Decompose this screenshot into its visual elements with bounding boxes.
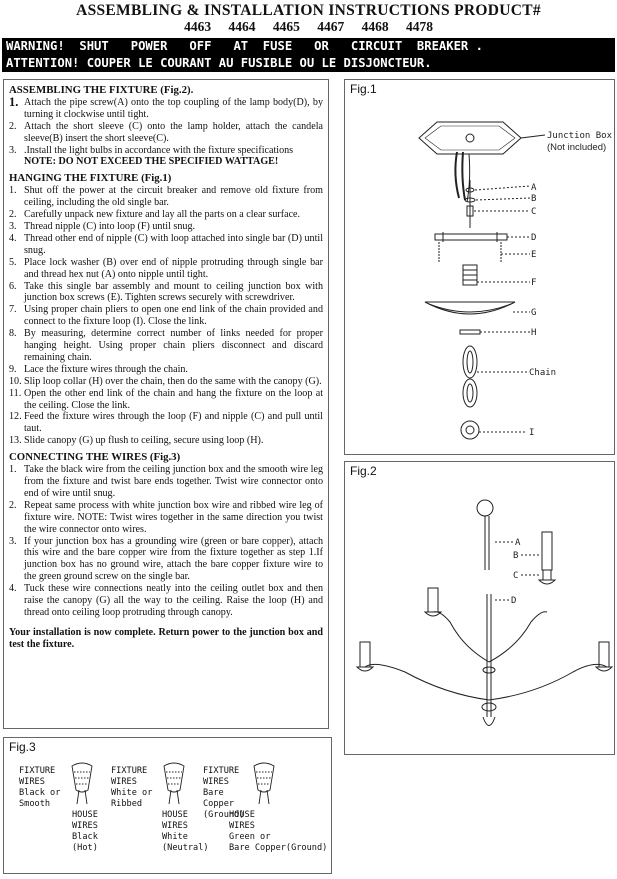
wattage-note: NOTE: DO NOT EXCEED THE SPECIFIED WATTAG… <box>24 156 279 168</box>
house-wires-black-label: HOUSE WIRES Black (Hot) <box>72 810 98 853</box>
figure-2-label: Fig.2 <box>350 464 377 478</box>
part-label: C <box>531 207 536 217</box>
list-item: 3.Thread nipple (C) into loop (F) until … <box>9 220 196 232</box>
house-wires-ground-label: HOUSE WIRES Green or Bare Copper(Ground) <box>229 810 328 853</box>
product-numbers: 4463 4464 4465 4467 4468 4478 <box>184 19 433 34</box>
completion-note: Your installation is now complete. Retur… <box>9 626 323 650</box>
warning-banner-english: WARNING! SHUT POWER OFF AT FUSE OR CIRCU… <box>2 38 615 55</box>
fixture-wires-white-label: FIXTURE WIRES White or Ribbed <box>111 766 153 809</box>
part-label: B <box>531 194 536 204</box>
list-item: 4.Tuck these wire connections neatly int… <box>9 583 323 618</box>
list-item: 6.Take this single bar assembly and moun… <box>9 280 323 304</box>
part-label: I <box>529 428 534 438</box>
part-label: Chain <box>529 368 556 378</box>
part-label: B <box>513 551 518 561</box>
figure-1-diagram: Junction Box (Not included) A B C D E F … <box>418 121 613 440</box>
figure-3-label: Fig.3 <box>9 740 36 754</box>
fixture-wires-black-label: FIXTURE WIRES Black or Smooth <box>19 766 61 809</box>
list-item: 11.Open the other end link of the chain … <box>9 387 323 411</box>
list-item: 1.Shut off the power at the circuit brea… <box>9 185 323 209</box>
part-label: D <box>511 596 516 606</box>
hanging-heading: HANGING THE FIXTURE (Fig.1) <box>9 172 172 185</box>
figure-2-panel: Fig.2 <box>344 461 615 755</box>
list-item: 13.Slide canopy (G) up flush to ceiling,… <box>9 435 264 447</box>
part-label: D <box>531 233 536 243</box>
part-label: C <box>513 571 518 581</box>
list-item: 5.Place lock washer (B) over end of nipp… <box>9 256 323 280</box>
list-item: 7.Using proper chain pliers to open one … <box>9 304 323 328</box>
part-label: G <box>531 308 536 318</box>
part-label: H <box>531 328 536 338</box>
part-label: E <box>531 250 536 260</box>
part-label: F <box>531 278 536 288</box>
list-item: 4.Thread other end of nipple (C) with lo… <box>9 232 323 256</box>
list-item: 2.Repeat same process with white junctio… <box>9 499 323 535</box>
not-included-label: (Not included) <box>547 142 606 153</box>
list-item: 1.Take the black wire from the ceiling j… <box>9 464 323 499</box>
figure-3-panel: Fig.3 FIXTURE WIRES Black or Smooth HOUS… <box>3 737 332 874</box>
part-label: A <box>515 538 521 548</box>
junction-box-label: Junction Box <box>547 131 613 141</box>
list-item: 2.Carefully unpack new fixture and lay a… <box>9 209 301 221</box>
figure-3-diagram <box>71 762 275 805</box>
warning-banner-french: ATTENTION! COUPER LE COURANT AU FUSIBLE … <box>2 55 615 72</box>
connecting-heading: CONNECTING THE WIRES (Fig.3) <box>9 451 181 464</box>
figure-2-diagram: A B C D <box>355 499 614 726</box>
list-item: 10.Slip loop collar (H) over the chain, … <box>9 375 322 387</box>
assembling-heading: ASSEMBLING THE FIXTURE (Fig.2). <box>9 84 194 96</box>
instructions-panel: ASSEMBLING THE FIXTURE (Fig.2). 1.Attach… <box>3 79 329 729</box>
part-label: A <box>531 183 537 193</box>
page-title: ASSEMBLING & INSTALLATION INSTRUCTIONS P… <box>76 2 541 19</box>
list-item: 3..Install the light bulbs in accordance… <box>9 144 294 156</box>
list-item: 1.Attach the pipe screw(A) onto the top … <box>9 94 323 120</box>
figure-1-label: Fig.1 <box>350 82 377 96</box>
list-item: 9.Lace the fixture wires through the cha… <box>9 363 188 375</box>
list-item: 8.By measuring, determine correct number… <box>9 328 323 363</box>
list-item: 2.Attach the short sleeve (C) onto the l… <box>9 120 323 144</box>
list-item: 12.Feed the fixture wires through the lo… <box>9 411 323 435</box>
figure-1-panel: Fig.1 <box>344 79 615 455</box>
house-wires-white-label: HOUSE WIRES White (Neutral) <box>162 810 209 853</box>
list-item: 3.If your junction box has a grounding w… <box>9 535 323 583</box>
fixture-wires-ground-label: FIXTURE WIRES Bare Copper (Ground) <box>203 766 245 820</box>
